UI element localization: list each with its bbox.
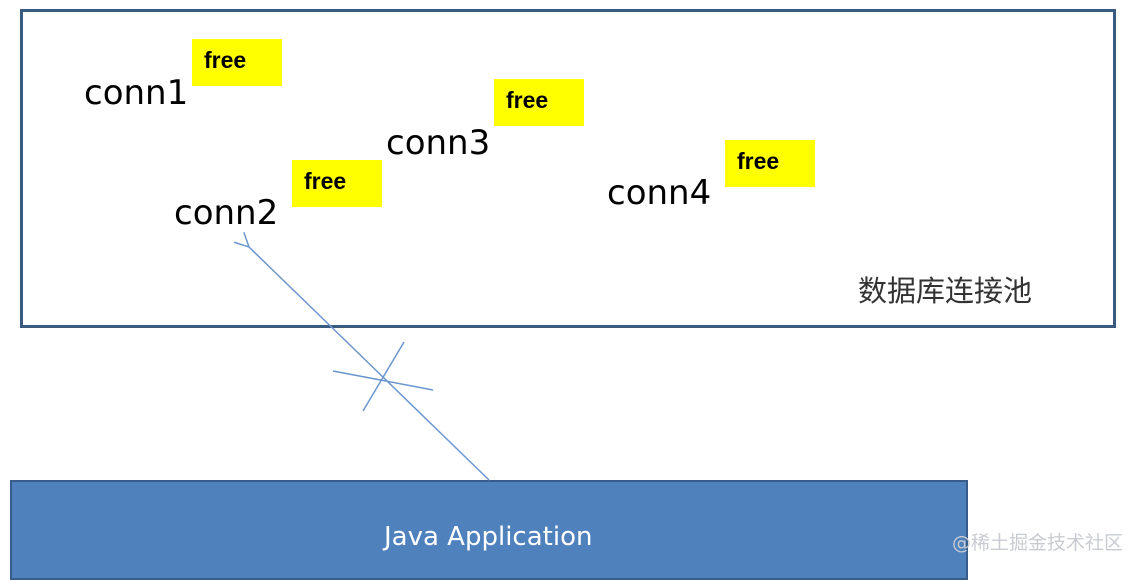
conn2-label: conn2	[174, 193, 279, 233]
cross-mark-stroke-horizontal	[332, 370, 434, 391]
conn1-label: conn1	[84, 73, 189, 113]
conn4-label: conn4	[607, 173, 712, 213]
cross-mark-stroke-diagonal	[362, 341, 405, 412]
conn3-free-badge: free	[494, 79, 584, 126]
pool-title: 数据库连接池	[858, 274, 1033, 308]
watermark: @稀土掘金技术社区	[952, 532, 1124, 554]
conn2-free-badge: free	[292, 160, 382, 207]
conn3-label: conn3	[386, 123, 491, 163]
conn4-free-badge: free	[725, 140, 815, 187]
java-application-box: Java Application	[10, 480, 968, 580]
conn1-free-badge: free	[192, 39, 282, 86]
java-application-label: Java Application	[384, 522, 593, 552]
